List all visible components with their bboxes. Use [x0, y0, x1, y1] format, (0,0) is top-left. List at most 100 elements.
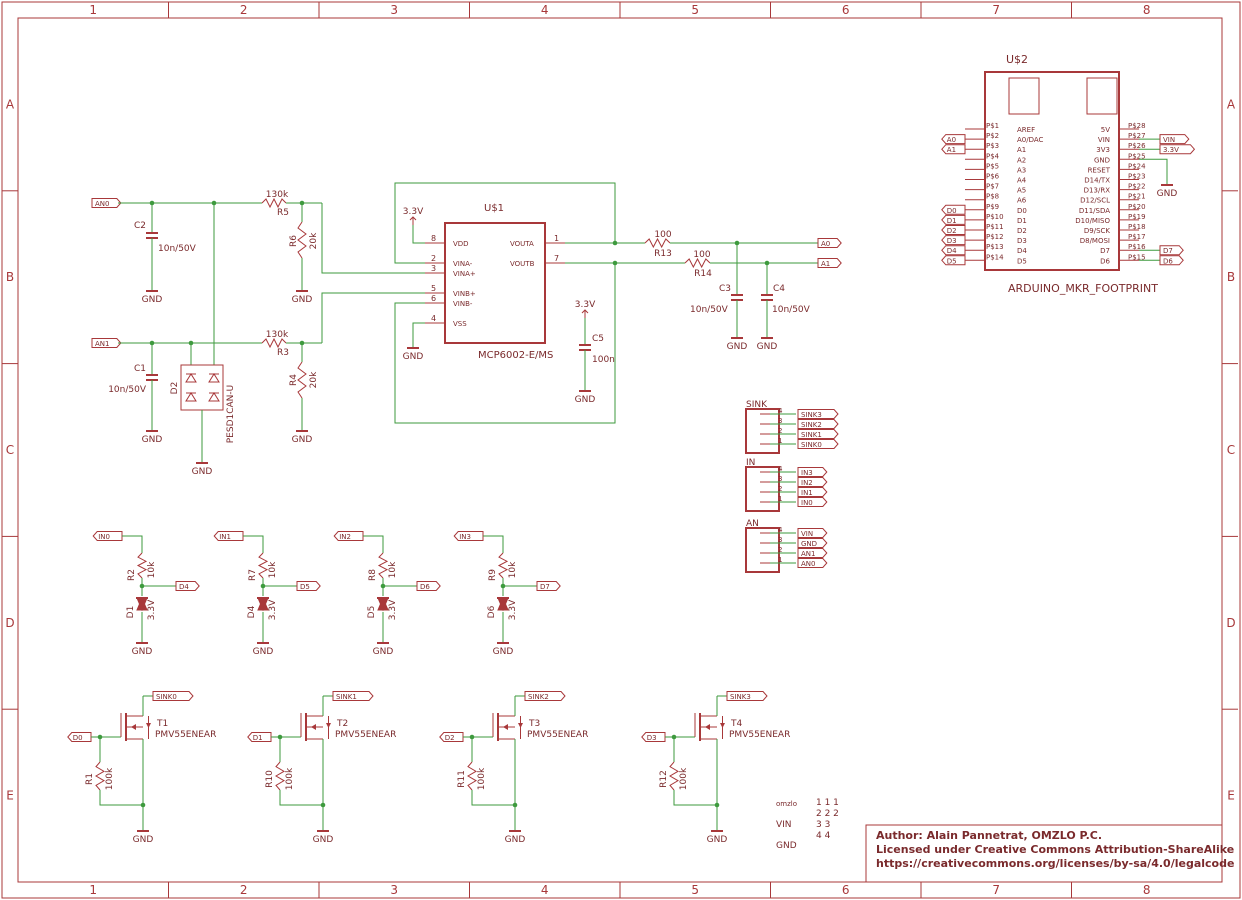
connector-pin-number: 1	[778, 495, 782, 503]
connector-pin-number: 4	[778, 465, 783, 473]
net-label-in0: IN0	[92, 531, 123, 541]
net-label-text: D5	[947, 257, 957, 265]
gnd-label: GND	[1157, 189, 1178, 199]
misc-row-value: 3 3	[816, 820, 830, 830]
u2-pin-function-left: D4	[1017, 247, 1027, 255]
gnd-symbol: GND	[373, 635, 394, 657]
net-label-text: A1	[947, 146, 956, 154]
u1-pin-name: VINA-	[453, 260, 473, 268]
u2-pad-right: P$16	[1128, 243, 1146, 251]
mosfet-name: T3	[528, 719, 540, 729]
r4-name: R4	[289, 374, 299, 386]
u2-pin-function-right: D7	[1100, 247, 1110, 255]
gnd-symbol: GND	[1157, 177, 1178, 199]
connector-pin-number: 3	[778, 536, 782, 544]
frame-row-label: D	[5, 616, 14, 630]
net-label-d5: D5	[941, 255, 966, 266]
gnd-label: GND	[505, 835, 526, 845]
resistor	[497, 552, 509, 579]
u2-pad-left: P$3	[986, 142, 999, 150]
misc-row-value: 1 1 1	[816, 798, 839, 808]
u2-pad-right: P$19	[1128, 213, 1146, 221]
net-label-text: IN0	[98, 533, 110, 541]
net-label-text: D7	[1163, 247, 1173, 255]
u2-pin-function-right: D13/RX	[1084, 187, 1111, 195]
c1-value: 10n/50V	[108, 385, 147, 395]
u2-pin-function-right: RESET	[1088, 166, 1111, 174]
u1-value: MCP6002-E/MS	[478, 350, 553, 361]
net-label-sink2: SINK2	[797, 419, 839, 429]
frame-row-label: D	[1226, 616, 1235, 630]
net-label-sink1: SINK1	[797, 429, 839, 439]
gnd-label: GND	[292, 295, 313, 305]
net-label-text: D7	[540, 583, 550, 591]
u2-pin-function-left: D1	[1017, 217, 1027, 225]
u2-value: ARDUINO_MKR_FOOTPRINT	[1008, 282, 1158, 295]
pulldown-name: R10	[265, 770, 275, 788]
title-url: https://creativecommons.org/licenses/by-…	[876, 857, 1234, 870]
gnd-symbol: GND	[253, 635, 273, 657]
zener-value: 3.3V	[508, 599, 518, 620]
net-label-d0: D0	[67, 732, 92, 742]
net-label-in3: IN3	[797, 467, 828, 477]
pulldown-name: R1	[85, 773, 95, 785]
gnd-symbol: GND	[132, 635, 152, 657]
u2-name: U$2	[1006, 53, 1028, 66]
frame-column-label: 5	[691, 883, 699, 897]
mosfet-value: PMV55ENEAR	[155, 730, 216, 740]
resistor	[261, 337, 287, 349]
u1-pin-name: VINA+	[453, 270, 476, 278]
capacitor	[146, 374, 158, 381]
u2-pad-left: P$7	[986, 183, 999, 191]
gnd-symbol: GND	[133, 823, 153, 845]
net-label-d2: D2	[941, 225, 966, 235]
u1-pin-number: 6	[431, 294, 436, 303]
u1-pin-name: VSS	[453, 320, 467, 328]
u2-pin-function-right: GND	[1094, 156, 1110, 164]
u2-pin-function-left: AREF	[1017, 126, 1035, 134]
r6-value: 20k	[309, 232, 319, 249]
net-label-text: D6	[1163, 257, 1173, 265]
net-label-text: A1	[821, 260, 830, 268]
frame-row-label: C	[1227, 443, 1235, 457]
u2-pin-function-left: D5	[1017, 257, 1027, 265]
gnd-label: GND	[403, 352, 424, 362]
u2-pad-right: P$18	[1128, 223, 1146, 231]
capacitor	[579, 344, 591, 351]
u1-pin-name: VDD	[453, 240, 469, 248]
frame-column-label: 6	[842, 3, 850, 17]
net-label-text: IN2	[801, 479, 813, 487]
c5-value: 100n	[592, 355, 615, 365]
input-resistor-name: R7	[248, 569, 258, 581]
u2-pin-function-left: A2	[1017, 156, 1026, 164]
net-label-d6: D6	[416, 581, 441, 591]
u2-pad-right: P$26	[1128, 142, 1146, 150]
u2-pad-right: P$28	[1128, 122, 1146, 130]
resistor	[275, 761, 285, 791]
u2-pin-function-left: A4	[1017, 177, 1027, 185]
net-label-text: GND	[801, 540, 817, 548]
pulldown-value: 100k	[679, 767, 689, 790]
net-label-text: D2	[445, 734, 455, 742]
net-label-sink3: SINK3	[726, 691, 768, 701]
frame-column-label: 7	[992, 883, 1000, 897]
net-label-text: SINK2	[528, 693, 549, 701]
gnd-label: GND	[373, 647, 394, 657]
frame-row-label: E	[1227, 789, 1235, 803]
frame-column-label: 3	[390, 883, 398, 897]
net-label-d5: D5	[296, 581, 321, 591]
net-label-an0: AN0	[91, 198, 122, 208]
net-label-text: SINK3	[801, 411, 822, 419]
input-resistor-name: R2	[127, 569, 137, 581]
resistor	[684, 257, 711, 269]
u2-pad-left: P$1	[986, 122, 999, 130]
mosfet-t4	[694, 696, 725, 756]
net-label-sink1: SINK1	[332, 691, 374, 701]
connector-pin-number: 1	[778, 437, 782, 445]
